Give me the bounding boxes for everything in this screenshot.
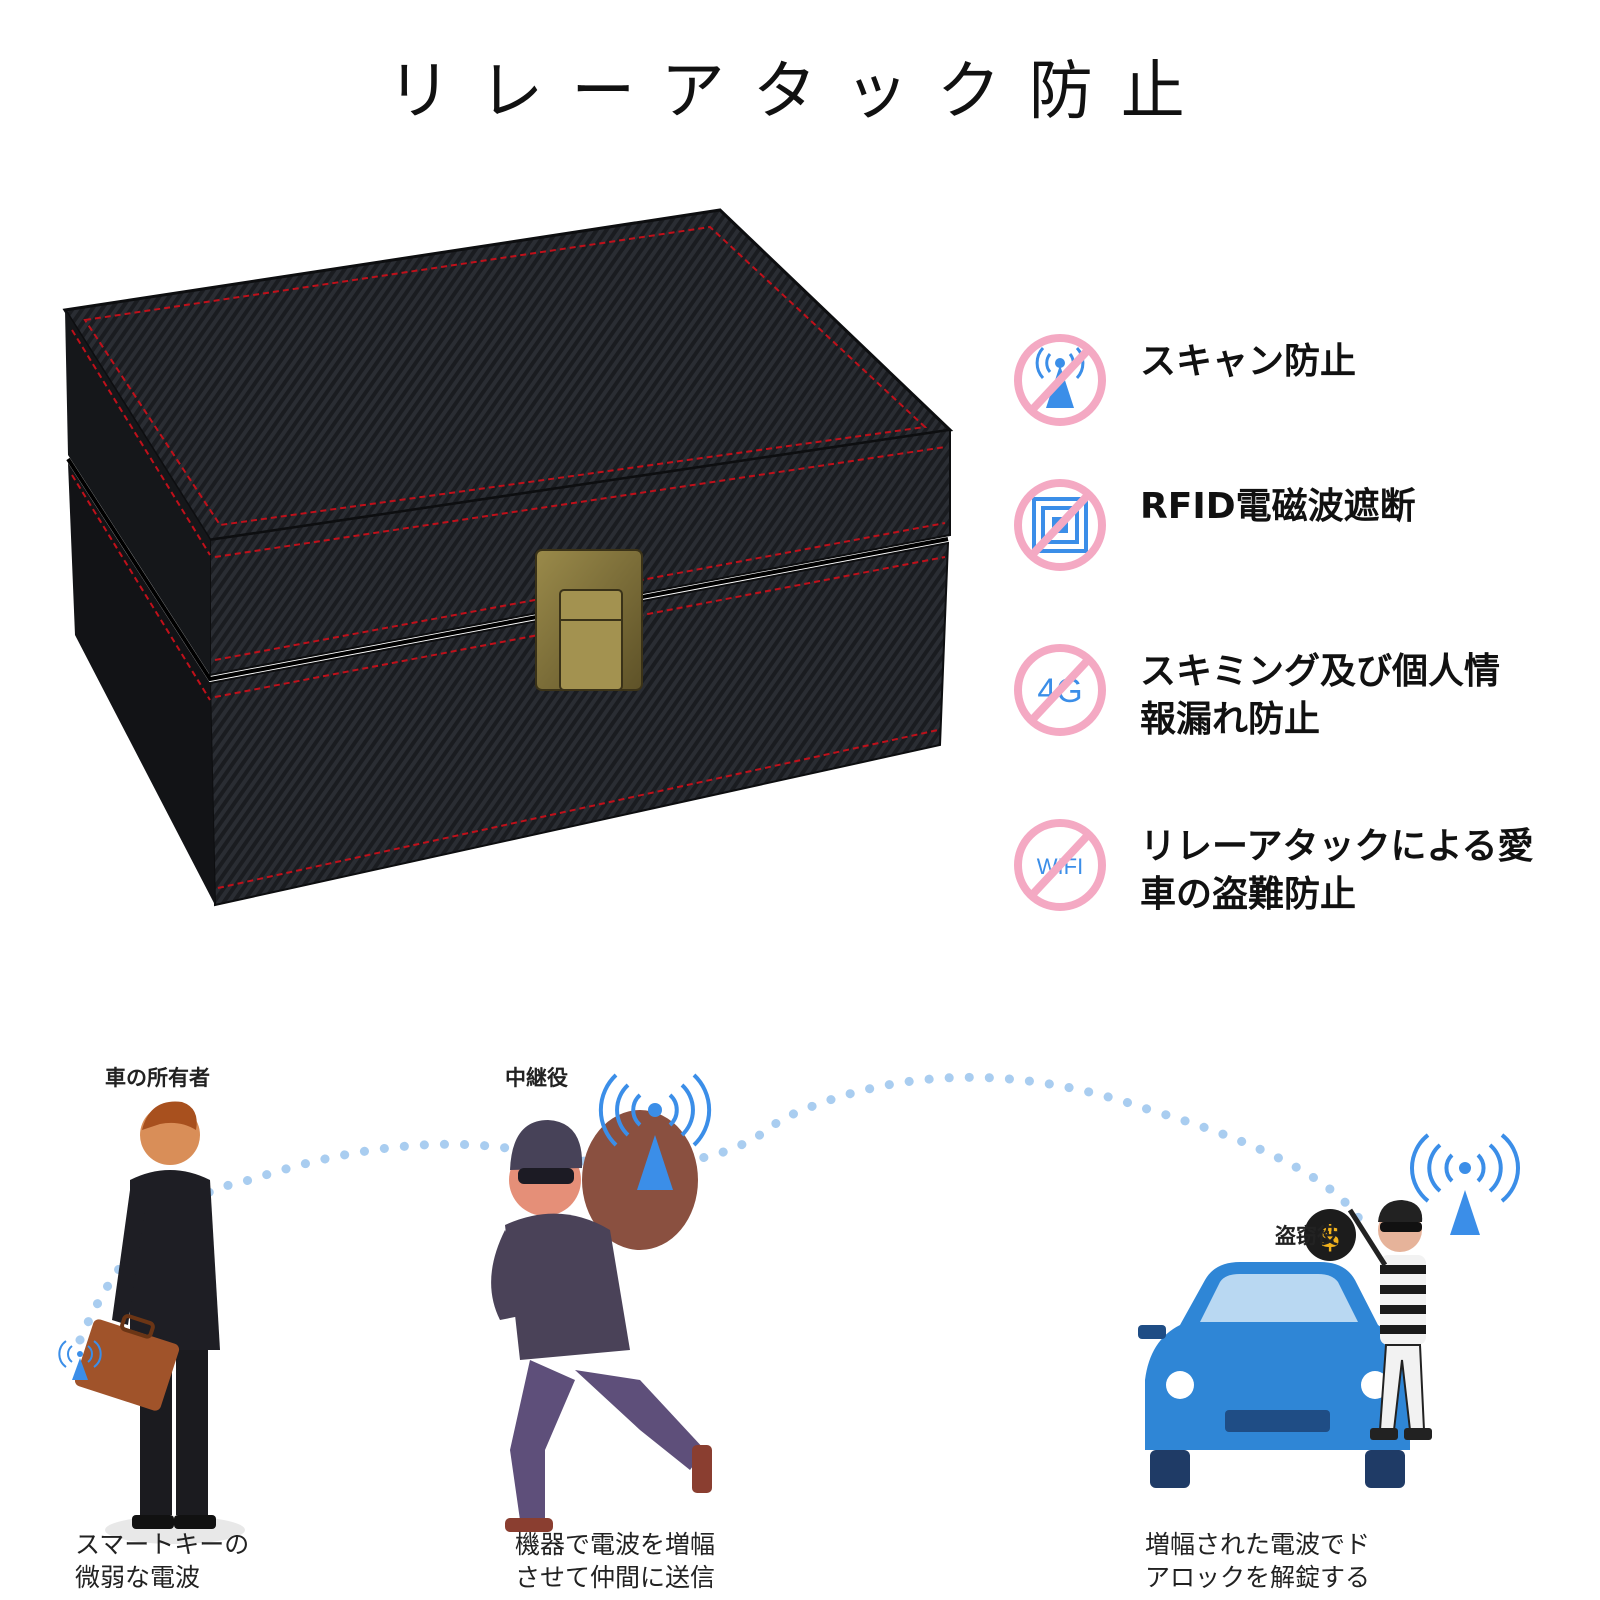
feature-text: スキャン防止 — [1140, 341, 1357, 382]
no-signal-icon — [1010, 330, 1110, 430]
thief-signal-icon — [1410, 1133, 1520, 1235]
feature-text: スキミング及び個人情 報漏れ防止 — [1140, 651, 1501, 740]
signal-path — [75, 1072, 1365, 1345]
car-thief-figure: $ — [1304, 1133, 1520, 1440]
relay-attack-illustration: $ 車の所有者 中継役 盗窃役 — [0, 1050, 1600, 1600]
feature-text: リレーアタックによる愛 車の盗難防止 — [1140, 826, 1534, 915]
dollar-coin-icon: $ — [1320, 1220, 1341, 1255]
relay-thief-figure — [491, 1073, 712, 1532]
relay-signal-icon — [598, 1073, 712, 1190]
no-rfid-icon — [1010, 475, 1110, 575]
briefcase-icon — [74, 1314, 180, 1411]
thief-label: 盗窃役 — [1275, 1224, 1338, 1248]
feature-rfid-block: RFID電磁波遮断 — [1010, 475, 1590, 585]
car-owner-figure — [58, 1101, 245, 1544]
latch-clasp — [535, 549, 643, 691]
no-4g-icon: 4G — [1010, 640, 1110, 740]
relay-label: 中継役 — [505, 1066, 568, 1090]
no-wifi-icon: WIFI — [1010, 815, 1110, 915]
page-title: リレーアタック防止 — [387, 55, 1213, 129]
car-icon — [1138, 1262, 1416, 1488]
key-fob-box-image — [60, 205, 980, 935]
feature-scan-protection: スキャン防止 — [1010, 330, 1590, 440]
feature-skimming-protection: 4G スキミング及び個人情 報漏れ防止 — [1010, 640, 1590, 750]
relay-caption: 機器で電波を増幅 させて仲間に送信 — [515, 1530, 716, 1592]
feature-text: RFID電磁波遮断 — [1140, 486, 1416, 527]
owner-label: 車の所有者 — [105, 1066, 210, 1090]
owner-caption: スマートキーの 微弱な電波 — [75, 1530, 250, 1592]
thief-caption: 増幅された電波でド アロックを解錠する — [1145, 1530, 1371, 1592]
feature-theft-protection: WIFI リレーアタックによる愛 車の盗難防止 — [1010, 815, 1590, 925]
key-signal-icon — [58, 1340, 102, 1380]
